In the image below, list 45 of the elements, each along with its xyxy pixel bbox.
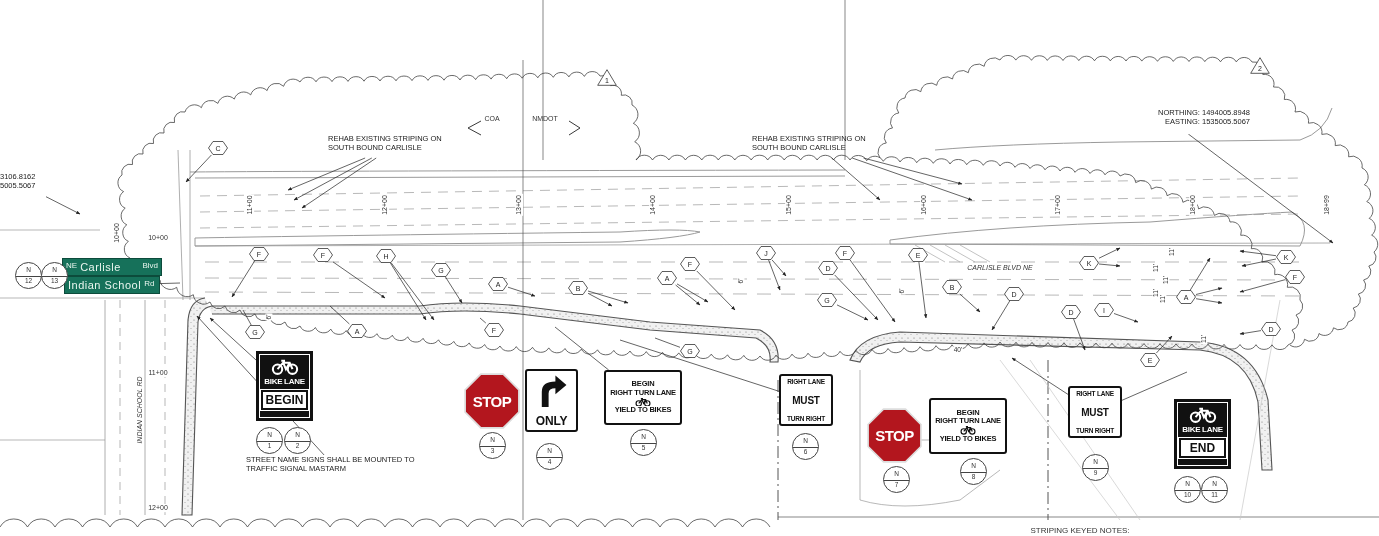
leader-line <box>654 337 681 348</box>
sign-text: BIKE LANE <box>1182 424 1223 434</box>
sign-text: ONLY <box>535 414 568 428</box>
leader-line <box>619 339 780 392</box>
sign-callout-circle <box>41 262 68 289</box>
sign-callout-circle <box>630 429 657 456</box>
lane-control-sign <box>779 374 833 426</box>
lane-control-sign <box>1068 386 1122 438</box>
leader-line <box>1121 371 1188 401</box>
yield-to-bikes-sign <box>929 398 1007 454</box>
sign-text: Rd <box>144 279 155 288</box>
sign-callout-circle <box>1082 454 1109 481</box>
street-name-sign <box>62 258 162 276</box>
sign-callout-circle <box>1174 476 1201 503</box>
leader-line <box>242 309 252 326</box>
notes-heading: STRIPING KEYED NOTES: <box>1029 526 1131 536</box>
sign-text: BIKE LANE <box>264 376 305 386</box>
leader-line <box>479 317 487 324</box>
sign-callout-circle <box>15 262 42 289</box>
stop-sign: STOP <box>867 408 922 463</box>
street-name-sign <box>64 276 160 294</box>
sign-callout-circle <box>1201 476 1228 503</box>
sign-plaque: BEGIN <box>261 389 308 410</box>
leader-line <box>554 326 610 371</box>
sign-callout-circle <box>284 427 311 454</box>
sign-callout-circle <box>479 432 506 459</box>
sign-plaque: END <box>1179 437 1226 458</box>
bike-lane-sign <box>256 351 313 421</box>
sign-text: MUST <box>792 394 820 406</box>
leader-line <box>159 282 181 284</box>
yield-to-bikes-sign <box>604 370 682 425</box>
stop-sign: STOP <box>464 373 520 429</box>
sign-callout-circle <box>883 466 910 493</box>
sign-text: MUST <box>1081 406 1109 418</box>
sign-text: NE <box>66 261 78 270</box>
sign-callout-circle <box>792 433 819 460</box>
sign-text: Carlisle <box>80 261 122 273</box>
sign-callout-circle <box>536 443 563 470</box>
sign-text: Blvd <box>142 261 158 270</box>
turn-only-sign <box>525 369 578 432</box>
sign-callout-circle <box>256 427 283 454</box>
bike-lane-sign <box>1174 399 1231 469</box>
sign-text: Indian School <box>68 279 142 291</box>
sign-callout-circle <box>960 458 987 485</box>
leader-line <box>329 305 350 325</box>
